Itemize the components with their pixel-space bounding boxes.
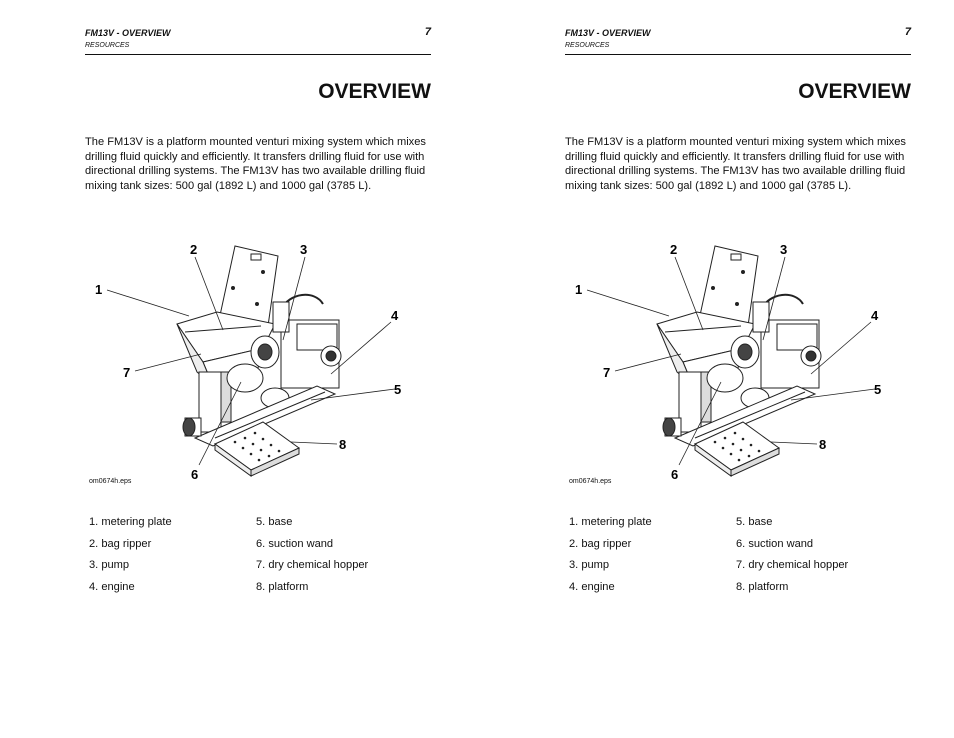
page-title: OVERVIEW [798,80,911,103]
page-number: 7 [424,26,431,38]
callout-2: 2 [190,242,197,257]
callout-2: 2 [670,242,677,257]
page-right: FM13V - OVERVIEW RESOURCES 7 OVERVIEW Th… [480,0,954,738]
header-subtitle: RESOURCES [565,42,610,49]
legend-item: 1. metering plate [89,516,172,528]
callout-5: 5 [874,382,881,397]
legend-item: 1. metering plate [569,516,652,528]
legend-item: 6. suction wand [736,538,814,550]
callout-3: 3 [300,242,307,257]
legend-item: 6. suction wand [256,538,334,550]
callout-8: 8 [339,437,346,452]
callout-4: 4 [871,308,879,323]
legend-item: 3. pump [569,559,610,571]
legend-item: 4. engine [569,581,615,593]
figure-reference: om0674h.eps [89,478,132,485]
callout-7: 7 [603,365,610,380]
body-paragraph: The FM13V is a platform mounted venturi … [565,136,906,192]
callout-layer: 1 2 3 4 5 6 7 8 [95,242,401,482]
body-paragraph: The FM13V is a platform mounted venturi … [85,136,426,192]
page-number: 7 [904,26,911,38]
callout-8: 8 [819,437,826,452]
header-title: FM13V - OVERVIEW [85,28,171,38]
machine-illustration: 1 2 3 4 5 6 7 8 om0674h.eps [85,232,435,492]
legend-item: 8. platform [736,581,789,593]
header-subtitle: RESOURCES [85,42,130,49]
callout-4: 4 [391,308,399,323]
callout-1: 1 [575,282,582,297]
callout-1: 1 [95,282,102,297]
legend-item: 2. bag ripper [89,538,152,550]
legend-item: 5. base [256,516,293,528]
page-left: FM13V - OVERVIEW RESOURCES 7 OVERVIEW Th… [85,26,435,593]
machine-illustration: 1 2 3 4 5 6 7 8 om0674h.eps [565,232,915,492]
callout-6: 6 [671,467,678,482]
legend-item: 7. dry chemical hopper [256,559,369,571]
machine-drawing [586,245,876,477]
running-header: FM13V - OVERVIEW RESOURCES 7 [565,26,911,55]
callout-3: 3 [780,242,787,257]
legend-item: 7. dry chemical hopper [736,559,849,571]
legend-item: 5. base [736,516,773,528]
page-title: OVERVIEW [318,80,431,103]
header-title: FM13V - OVERVIEW [565,28,651,38]
machine-drawing [106,245,396,477]
legend-item: 4. engine [89,581,135,593]
callout-6: 6 [191,467,198,482]
running-header: FM13V - OVERVIEW RESOURCES 7 [85,26,431,55]
callout-7: 7 [123,365,130,380]
callout-layer: 1 2 3 4 5 6 7 8 [575,242,881,482]
legend-item: 3. pump [89,559,130,571]
callout-5: 5 [394,382,401,397]
figure-reference: om0674h.eps [569,478,612,485]
legend-item: 8. platform [256,581,309,593]
legend-item: 2. bag ripper [569,538,632,550]
